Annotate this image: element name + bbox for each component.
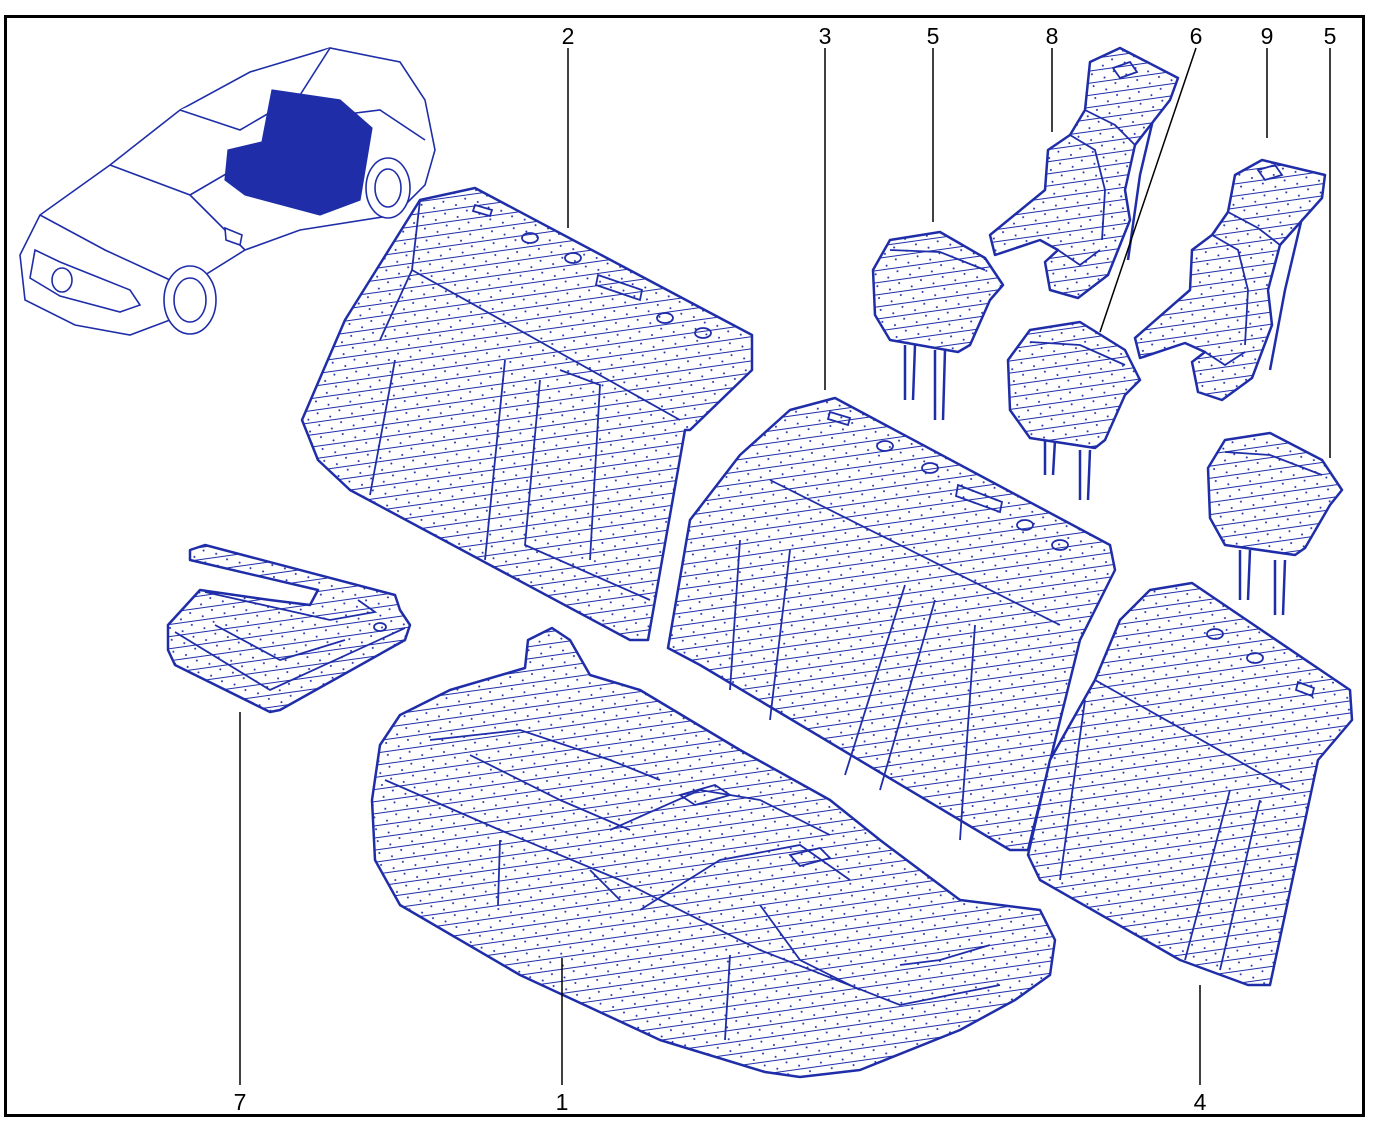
callout-5-left: 5 [927, 23, 940, 49]
leader-lines [239, 47, 1331, 1085]
callout-9: 9 [1261, 23, 1274, 49]
headrest-icon [1006, 320, 1142, 501]
seat-trim-icon [1133, 158, 1327, 402]
seat-back-icon [666, 396, 1117, 852]
car-location-icon [19, 47, 436, 336]
armrest-icon [166, 543, 412, 714]
callout-4: 4 [1194, 1089, 1207, 1115]
seat-cushion-icon [370, 626, 1057, 1079]
headrest-icon [1206, 431, 1344, 616]
callout-2: 2 [562, 23, 575, 49]
callout-7: 7 [234, 1089, 247, 1115]
callout-labels: 2 3 5 8 6 9 5 7 1 4 [234, 23, 1337, 1115]
callout-8: 8 [1046, 23, 1059, 49]
callout-1: 1 [556, 1089, 569, 1115]
seat-back-icon [300, 186, 754, 642]
seat-trim-icon [988, 46, 1180, 300]
callout-5-right: 5 [1324, 23, 1337, 49]
seat-back-icon [1026, 581, 1354, 987]
headrest-icon [871, 230, 1005, 421]
diagram-frame [4, 15, 1365, 1117]
callout-3: 3 [819, 23, 832, 49]
callout-6: 6 [1190, 23, 1203, 49]
